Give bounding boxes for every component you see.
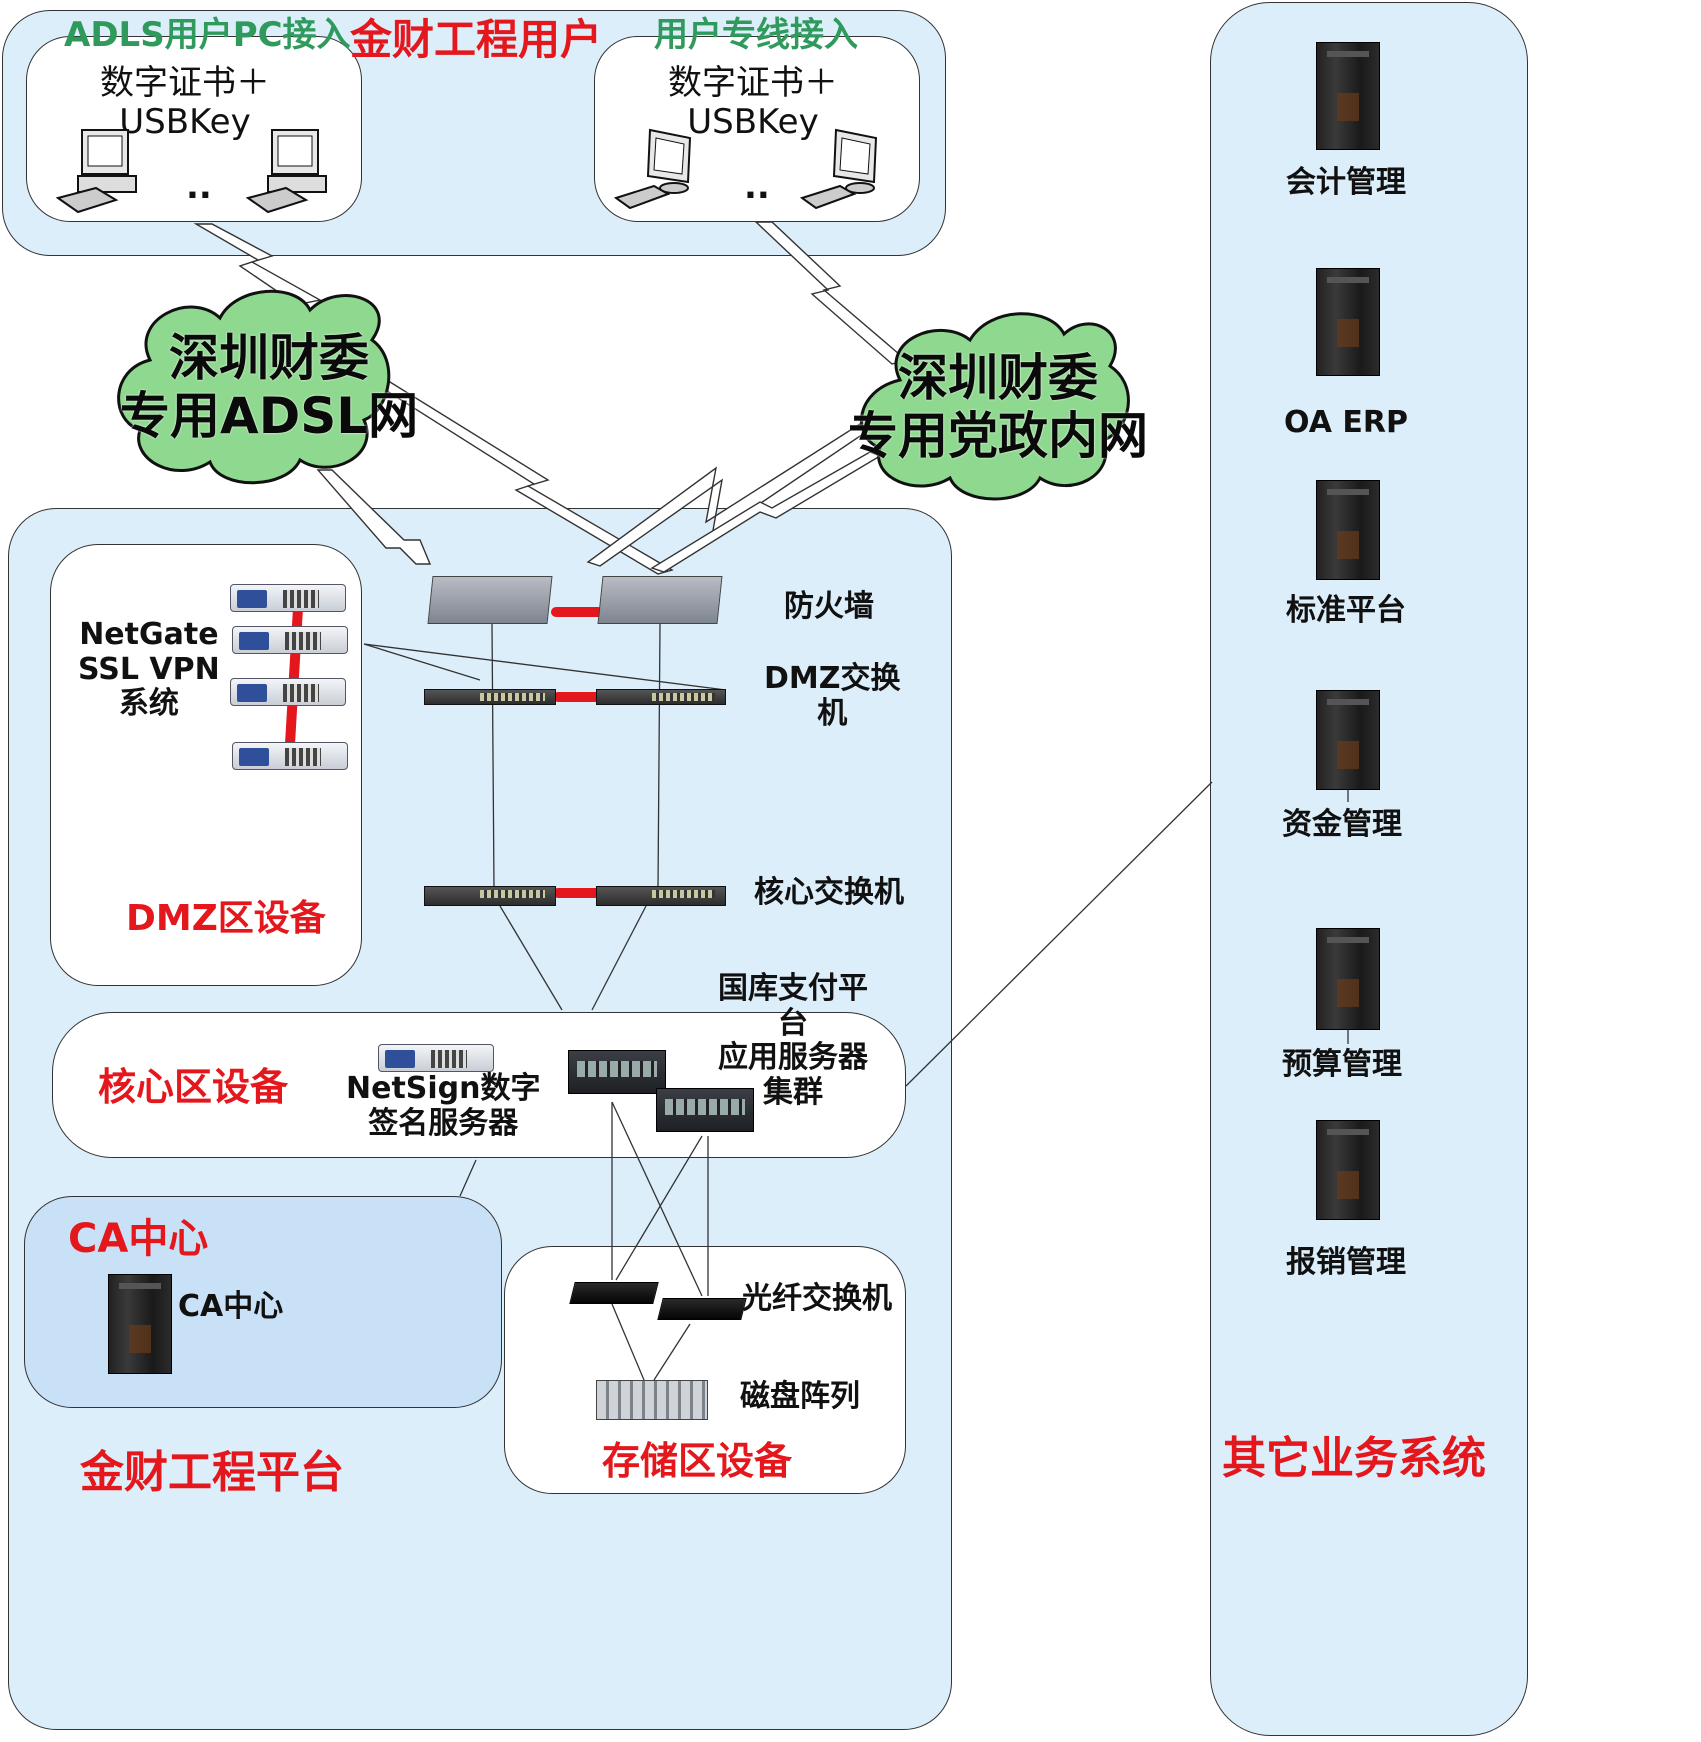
vpn-server-rack	[232, 742, 348, 770]
fiber-switch-device	[657, 1298, 747, 1320]
vpn-line1: NetGate	[79, 617, 219, 652]
dmz-switch-device	[424, 689, 556, 705]
fiber-switch-device	[569, 1282, 659, 1304]
netsign-line2: 签名服务器	[368, 1105, 519, 1141]
monitor-icon	[614, 128, 692, 210]
cert-line2: USBKey	[687, 102, 819, 143]
system-label: 预算管理	[1282, 1047, 1402, 1082]
adsl-cloud-label: 深圳财委 专用ADSL网	[120, 329, 419, 445]
adsl-cloud	[117, 289, 391, 485]
server-tower-icon	[1316, 690, 1380, 790]
party-network-cloud	[859, 312, 1130, 501]
party-to-firewall-link-b	[650, 451, 882, 573]
ca-server-label: CA中心	[178, 1289, 284, 1324]
cert-line1: 数字证书＋	[100, 63, 270, 103]
adsl-to-firewall-link-a	[374, 381, 674, 575]
lightning-links	[193, 221, 908, 575]
leased-upper-link	[754, 221, 908, 365]
monitor-icon	[800, 128, 878, 210]
leased-line-header: 用户专线接入	[654, 15, 858, 55]
ssl-vpn-label: NetGate SSL VPN 系统	[78, 617, 220, 722]
party-to-firewall-link-a	[586, 423, 874, 567]
app-line4: 集群	[763, 1074, 823, 1110]
app-cluster-label: 国库支付平 台 应用服务器 集群	[718, 971, 868, 1110]
server-tower-icon	[1316, 1120, 1380, 1220]
vpn-server-rack	[230, 678, 346, 706]
dmz-switch-label: DMZ交换 机	[764, 661, 901, 731]
storage-box	[504, 1246, 906, 1494]
app-server-blade	[568, 1050, 666, 1094]
vpn-line3: 系统	[118, 686, 179, 721]
dmz-switch-line2: 机	[817, 695, 848, 731]
ca-server-tower	[108, 1274, 172, 1374]
app-server-blade	[656, 1088, 754, 1132]
system-label: 标准平台	[1286, 593, 1406, 628]
cloud-line2: 专用党政内网	[848, 406, 1148, 465]
firewall-label: 防火墙	[784, 589, 874, 624]
left-ellipsis: ..	[186, 167, 212, 207]
storage-title: 存储区设备	[602, 1439, 793, 1483]
other-systems-title: 其它业务系统	[1222, 1433, 1486, 1484]
core-switch-device	[596, 886, 726, 906]
system-label: 资金管理	[1282, 807, 1402, 842]
vpn-server-rack	[232, 626, 348, 654]
adsl-upper-link	[193, 223, 322, 305]
dmz-switch-line1: DMZ交换	[764, 661, 901, 696]
platform-title: 金财工程平台	[80, 1447, 344, 1498]
disk-array-device	[596, 1380, 708, 1420]
party-cloud-label: 深圳财委 专用党政内网	[848, 349, 1148, 465]
cloud-line2: 专用ADSL网	[120, 386, 419, 445]
dmz-title: DMZ区设备	[126, 898, 326, 939]
core-switch-label: 核心交换机	[754, 875, 904, 910]
cloud-line1: 深圳财委	[898, 349, 1098, 407]
disk-array-label: 磁盘阵列	[740, 1379, 860, 1414]
app-line3: 应用服务器	[718, 1040, 868, 1075]
vpn-server-rack	[230, 584, 346, 612]
system-label: OA ERP	[1284, 405, 1408, 440]
core-box	[52, 1012, 906, 1158]
netsign-server-rack	[378, 1044, 494, 1072]
netsign-label: NetSign数字 签名服务器	[346, 1071, 541, 1141]
firewall-device	[427, 576, 553, 624]
user-region-title: 金财工程用户	[350, 15, 603, 64]
dmz-switch-device	[596, 689, 726, 705]
right-ellipsis: ..	[744, 167, 770, 207]
fiber-switch-label: 光纤交换机	[742, 1281, 892, 1316]
cable-lines	[363, 623, 1349, 1381]
server-tower-icon	[1316, 42, 1380, 150]
system-label: 报销管理	[1286, 1245, 1406, 1280]
netsign-line1: NetSign数字	[346, 1071, 541, 1106]
cloud-line1: 深圳财委	[169, 329, 370, 387]
server-tower-icon	[1316, 480, 1380, 580]
right-cert-label: 数字证书＋ USBKey	[668, 63, 838, 143]
core-switch-device	[424, 886, 556, 906]
ca-box	[24, 1196, 502, 1408]
server-tower-icon	[1316, 268, 1380, 376]
cert-line2: USBKey	[119, 102, 251, 143]
system-label: 会计管理	[1286, 165, 1406, 200]
left-cert-label: 数字证书＋ USBKey	[100, 63, 270, 143]
core-title: 核心区设备	[98, 1065, 289, 1109]
app-line2: 台	[778, 1005, 808, 1041]
adsl-to-firewall-link-b	[316, 469, 432, 565]
pc-icon	[246, 129, 327, 214]
ca-title: CA中心	[68, 1216, 209, 1262]
pc-icon	[56, 129, 137, 214]
vpn-line2: SSL VPN	[78, 651, 220, 687]
firewall-device	[597, 576, 723, 624]
server-tower-icon	[1316, 928, 1380, 1030]
app-line1: 国库支付平	[718, 971, 868, 1006]
cert-line1: 数字证书＋	[668, 63, 838, 103]
adsl-header: ADLS用户PC接入	[64, 15, 351, 55]
